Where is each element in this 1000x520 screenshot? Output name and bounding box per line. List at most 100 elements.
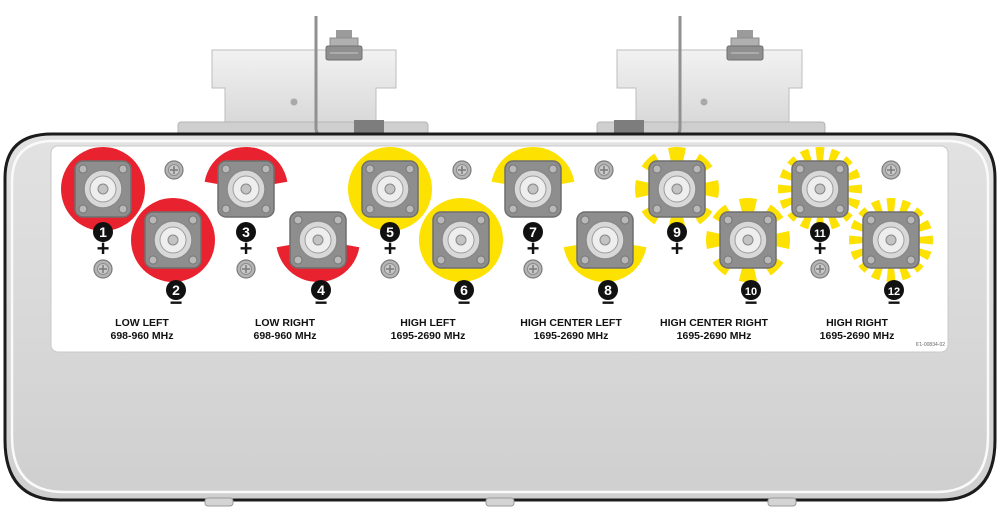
port-polarity: −: [888, 290, 901, 315]
flange-screw: [548, 164, 558, 174]
flange-screw: [148, 255, 158, 265]
flange-screw: [365, 204, 375, 214]
group-name: HIGH RIGHT: [826, 317, 888, 329]
panel-screw: [810, 259, 830, 279]
port-number-badge: 7: [523, 222, 543, 242]
connector-pin: [527, 183, 539, 195]
flange-screw: [261, 204, 271, 214]
flange-screw: [365, 164, 375, 174]
port-11: 11+: [778, 147, 862, 261]
flange-screw: [580, 255, 590, 265]
port-polarity: +: [384, 236, 397, 261]
flange-screw: [795, 204, 805, 214]
group-label-low-right: LOW RIGHT 698-960 MHz: [210, 317, 360, 343]
port-polarity: +: [97, 236, 110, 261]
group-name: HIGH CENTER RIGHT: [660, 317, 768, 329]
group-label-low-left: LOW LEFT 698-960 MHz: [67, 317, 217, 343]
flange-screw: [188, 215, 198, 225]
port-5: 5+: [348, 147, 432, 261]
port-12: 12−: [849, 198, 933, 315]
port-number-badge: 2: [166, 280, 186, 300]
port-polarity: −: [315, 290, 328, 315]
port-number-badge: 3: [236, 222, 256, 242]
flange-screw: [221, 164, 231, 174]
connector-pin: [312, 234, 324, 246]
housing-foot: [485, 497, 515, 507]
panel-screw: [380, 259, 400, 279]
port-6: 6−: [419, 198, 503, 315]
group-label-high-center-left: HIGH CENTER LEFT 1695-2690 MHz: [496, 317, 646, 343]
group-frequency: 1695-2690 MHz: [676, 330, 752, 342]
flange-screw: [508, 164, 518, 174]
flange-screw: [835, 204, 845, 214]
port-number: 12: [888, 286, 900, 298]
port-10: 10−: [706, 198, 790, 315]
panel-screw: [164, 160, 184, 180]
flange-screw: [78, 164, 88, 174]
flange-screw: [188, 255, 198, 265]
flange-screw: [436, 255, 446, 265]
flange-screw: [866, 215, 876, 225]
connector-pin: [455, 234, 467, 246]
group-name: HIGH LEFT: [400, 317, 456, 329]
flange-screw: [476, 215, 486, 225]
port-number-badge: 11: [810, 222, 830, 242]
connector-pin: [599, 234, 611, 246]
flange-screw: [293, 215, 303, 225]
group-frequency: 1695-2690 MHz: [819, 330, 895, 342]
port-layer: 1+2−3+4−5+6−7+8−9+10−11+12−: [61, 146, 933, 315]
connector-pin: [742, 234, 754, 246]
bracket-bolt-right: [726, 30, 764, 61]
port-8: 8−: [563, 211, 647, 315]
port-number-badge: 8: [598, 280, 618, 300]
connector-pin: [97, 183, 109, 195]
port-number: 10: [745, 286, 757, 298]
flange-screw: [293, 255, 303, 265]
group-frequency: 1695-2690 MHz: [390, 330, 466, 342]
port-number-badge: 12: [884, 280, 904, 300]
port-number: 11: [814, 228, 826, 240]
group-frequency: 1695-2690 MHz: [533, 330, 609, 342]
port-number: 2: [172, 282, 180, 298]
flange-screw: [652, 164, 662, 174]
connector-pin: [885, 234, 897, 246]
flange-screw: [476, 255, 486, 265]
port-polarity: −: [170, 290, 183, 315]
port-number-badge: 1: [93, 222, 113, 242]
flange-screw: [261, 164, 271, 174]
panel-screw: [881, 160, 901, 180]
connector-pin: [384, 183, 396, 195]
panel-screw: [236, 259, 256, 279]
housing-foot: [767, 497, 797, 507]
flange-screw: [723, 255, 733, 265]
port-number-badge: 10: [741, 280, 761, 300]
port-number: 5: [386, 224, 394, 240]
bracket-bolt-left: [325, 30, 363, 61]
flange-screw: [652, 204, 662, 214]
flange-screw: [723, 215, 733, 225]
group-frequency: 698-960 MHz: [110, 330, 174, 342]
port-polarity: +: [240, 236, 253, 261]
port-number: 1: [99, 224, 107, 240]
panel-screw: [452, 160, 472, 180]
flange-screw: [866, 255, 876, 265]
port-polarity: +: [814, 236, 827, 261]
connector-pin: [814, 183, 826, 195]
group-frequency: 698-960 MHz: [253, 330, 317, 342]
flange-screw: [508, 204, 518, 214]
flange-screw: [118, 164, 128, 174]
housing-foot: [204, 497, 234, 507]
mounting-bracket-right: [596, 49, 826, 137]
group-label-high-right: HIGH RIGHT 1695-2690 MHz: [782, 317, 932, 343]
port-4: 4−: [276, 211, 360, 315]
port-7: 7+: [491, 147, 575, 261]
port-polarity: −: [745, 290, 758, 315]
group-name: LOW RIGHT: [254, 317, 316, 329]
group-label-high-left: HIGH LEFT 1695-2690 MHz: [353, 317, 503, 343]
flange-screw: [118, 204, 128, 214]
flange-screw: [763, 215, 773, 225]
port-number: 4: [317, 282, 325, 298]
connector-pin: [671, 183, 683, 195]
flange-screw: [906, 255, 916, 265]
